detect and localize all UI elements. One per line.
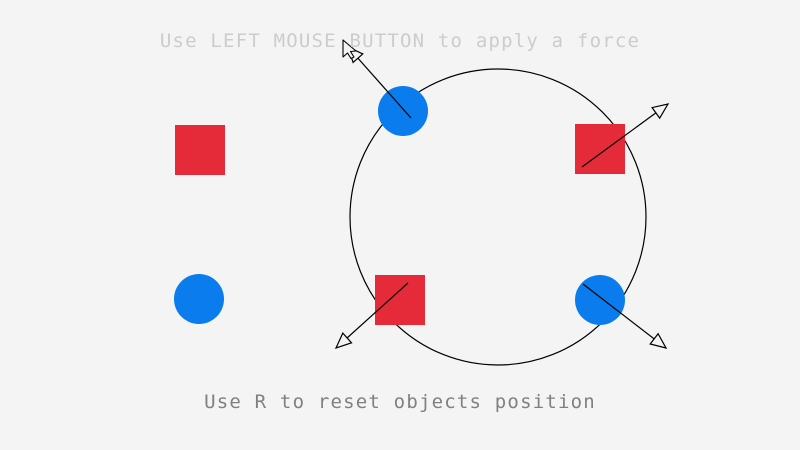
force-arrow-square-right [581, 103, 670, 168]
circular-track [349, 68, 647, 366]
hint-text-mouse: Use LEFT MOUSE BUTTON to apply a force [159, 30, 641, 52]
force-arrow-circle-bottom-right [582, 283, 668, 349]
body-circle-bottom-right[interactable] [575, 275, 625, 325]
mouse-cursor-icon [342, 39, 357, 60]
body-square-static-left[interactable] [175, 125, 225, 175]
body-square-bottom[interactable] [375, 275, 425, 325]
body-circle-top[interactable] [378, 86, 428, 136]
hint-text-reset: Use R to reset objects position [204, 391, 596, 413]
body-circle-static-left[interactable] [174, 274, 224, 324]
force-arrow-square-bottom [334, 282, 409, 350]
